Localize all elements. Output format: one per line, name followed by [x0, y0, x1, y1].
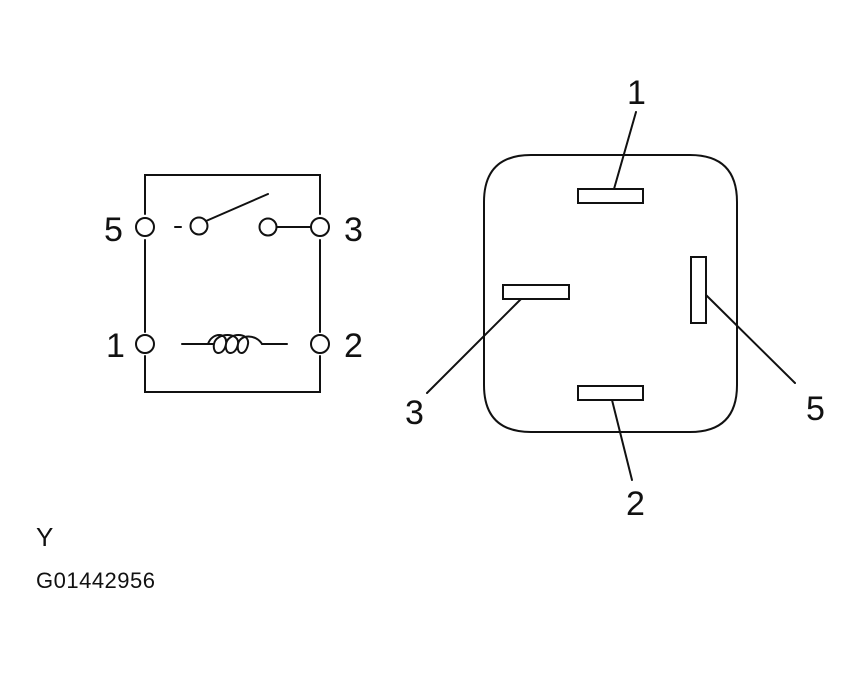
terminal-slot-1 — [577, 188, 644, 204]
connector-pin-label-2: 2 — [626, 485, 645, 523]
switch-contact-fixed — [258, 217, 278, 237]
connector-housing — [483, 154, 738, 433]
terminal-3 — [310, 217, 330, 237]
connector-pin-label-1: 1 — [627, 74, 646, 112]
leader-line-2 — [611, 399, 633, 481]
switch-blade — [205, 193, 269, 222]
terminal-slot-3 — [502, 284, 570, 300]
connector-view — [426, 111, 796, 481]
coil-symbol — [207, 334, 263, 354]
schematic-pin-label-2: 2 — [344, 327, 363, 365]
terminal-2 — [310, 334, 330, 354]
connector-pin-label-5: 5 — [806, 390, 825, 428]
terminal-5 — [135, 217, 155, 237]
terminal-slot-5 — [690, 256, 707, 324]
terminal-slot-2 — [577, 385, 644, 401]
schematic-pin-label-3: 3 — [344, 211, 363, 249]
schematic-frame — [144, 174, 321, 393]
schematic-pin-label-5: 5 — [104, 211, 123, 249]
view-label: Y — [36, 522, 54, 552]
terminal-1 — [135, 334, 155, 354]
connector-pin-label-3: 3 — [405, 394, 424, 432]
leader-line-3 — [426, 298, 522, 394]
leader-line-5 — [705, 294, 796, 384]
schematic-pin-label-1: 1 — [106, 327, 125, 365]
switch-contact-movable — [189, 216, 209, 236]
leader-line-1 — [613, 111, 637, 190]
relay-schematic — [135, 174, 330, 393]
figure-code: G01442956 — [36, 568, 156, 593]
